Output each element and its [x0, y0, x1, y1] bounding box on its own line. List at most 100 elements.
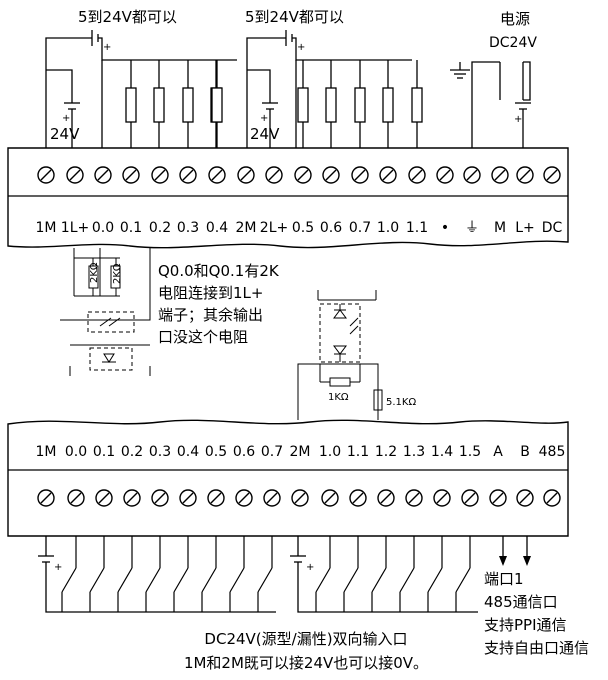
- note-line: 端子；其余输出: [158, 306, 263, 324]
- output-internal-circuit: 2KΩ 2KΩ: [60, 248, 151, 376]
- output-screw-13: [408, 166, 426, 184]
- input-terminal-label: 0.4: [177, 444, 199, 460]
- output-screw-3: [122, 166, 140, 184]
- svg-text:+: +: [62, 113, 70, 124]
- input-screw-4: [151, 489, 169, 507]
- input-screw-6: [207, 489, 225, 507]
- load-resistor: [354, 60, 366, 148]
- top-mid-supply-label: 5到24V都可以: [245, 8, 344, 26]
- load-resistor: [325, 60, 337, 148]
- input-screw-10: [321, 489, 339, 507]
- input-terminal-label: 0.6: [233, 444, 255, 460]
- svg-text:+: +: [297, 42, 305, 53]
- input-terminal-label: A: [493, 444, 503, 460]
- output-terminal-label: 0.0: [92, 220, 114, 236]
- input-switch: [89, 536, 105, 612]
- input-terminal-label: 0.5: [205, 444, 227, 460]
- input-switch: [201, 536, 217, 612]
- output-screw-2: [94, 166, 112, 184]
- output-terminal-label: •: [441, 220, 449, 236]
- resistor-2k-a-label: 2KΩ: [89, 262, 100, 283]
- load-resistor: [382, 60, 394, 148]
- output-screw-6: [208, 166, 226, 184]
- input-screw-9: [291, 489, 309, 507]
- output-terminal-label: 1L+: [61, 220, 89, 236]
- input-switch: [427, 536, 443, 612]
- output-terminal-label: L+: [515, 220, 535, 236]
- output-screw-16: [491, 166, 509, 184]
- input-switches: [61, 536, 471, 612]
- output-screw-5: [179, 166, 197, 184]
- input-switch: [257, 536, 273, 612]
- input-screw-16: [489, 489, 507, 507]
- input-supply-wiring: + +: [38, 536, 478, 613]
- battery-mid-label: 24V: [250, 125, 280, 143]
- input-switch: [117, 536, 133, 612]
- port-line: 支持PPI通信: [484, 616, 567, 634]
- input-switch: [173, 536, 189, 612]
- input-screw-18: [543, 489, 561, 507]
- input-screw-5: [179, 489, 197, 507]
- svg-text:+: +: [514, 114, 522, 125]
- input-terminal-label: 1.0: [319, 444, 341, 460]
- input-terminal-label: 0.1: [93, 444, 115, 460]
- svg-text:+: +: [260, 113, 268, 124]
- bottom-note-line: DC24V(源型/漏性)双向输入口: [204, 630, 407, 648]
- input-terminal-label: 1.2: [375, 444, 397, 460]
- input-terminal-label: 0.3: [149, 444, 171, 460]
- input-switch: [145, 536, 161, 612]
- output-terminal-label: 0.6: [320, 220, 342, 236]
- output-terminal-label: 0.2: [149, 220, 171, 236]
- input-screw-12: [377, 489, 395, 507]
- port-line: 端口1: [484, 570, 524, 588]
- input-screw-1: [67, 489, 85, 507]
- output-terminal-label: ⏚: [465, 220, 479, 236]
- input-screw-15: [461, 489, 479, 507]
- load-resistor: [125, 60, 137, 148]
- svg-text:+: +: [103, 42, 111, 53]
- input-screw-3: [123, 489, 141, 507]
- input-terminal-label: 0.7: [261, 444, 283, 460]
- svg-text:+: +: [306, 562, 314, 573]
- output-screw-7: [237, 166, 255, 184]
- input-switch: [61, 536, 77, 612]
- input-terminal-label: 2M: [290, 444, 311, 460]
- input-terminal-label: 0.0: [65, 444, 87, 460]
- input-switch: [343, 536, 359, 612]
- input-switch: [315, 536, 331, 612]
- note-line: 电阻连接到1L+: [158, 284, 263, 302]
- input-screw-2: [95, 489, 113, 507]
- output-terminal-label: 1.1: [406, 220, 428, 236]
- output-terminal-label: 0.3: [177, 220, 199, 236]
- output-screw-9: [294, 166, 312, 184]
- output-loads: [125, 60, 423, 148]
- input-terminal-label: 1.4: [431, 444, 453, 460]
- power-voltage: DC24V: [489, 35, 537, 51]
- input-screw-0: [37, 489, 55, 507]
- output-terminal-screws: [37, 166, 561, 184]
- input-terminal-label: 1M: [36, 444, 57, 460]
- load-resistor: [211, 60, 223, 148]
- mid-group-wiring: + + 24V: [246, 30, 412, 148]
- output-terminal-label: M: [494, 220, 506, 236]
- input-screw-14: [433, 489, 451, 507]
- output-screw-4: [151, 166, 169, 184]
- output-screw-12: [379, 166, 397, 184]
- input-switch: [399, 536, 415, 612]
- output-screw-1: [66, 166, 84, 184]
- port-line: 485通信口: [484, 593, 558, 611]
- input-terminal-label: 1.3: [403, 444, 425, 460]
- output-terminal-block: [7, 147, 569, 249]
- output-terminal-label: 0.4: [206, 220, 228, 236]
- output-screw-14: [436, 166, 454, 184]
- resistor-5k-label: 5.1KΩ: [386, 397, 416, 408]
- port-arrows: [499, 536, 531, 566]
- note-line: Q0.0和Q0.1有2K: [158, 262, 280, 280]
- output-terminal-label: 0.1: [120, 220, 142, 236]
- input-switch: [229, 536, 245, 612]
- output-screw-10: [322, 166, 340, 184]
